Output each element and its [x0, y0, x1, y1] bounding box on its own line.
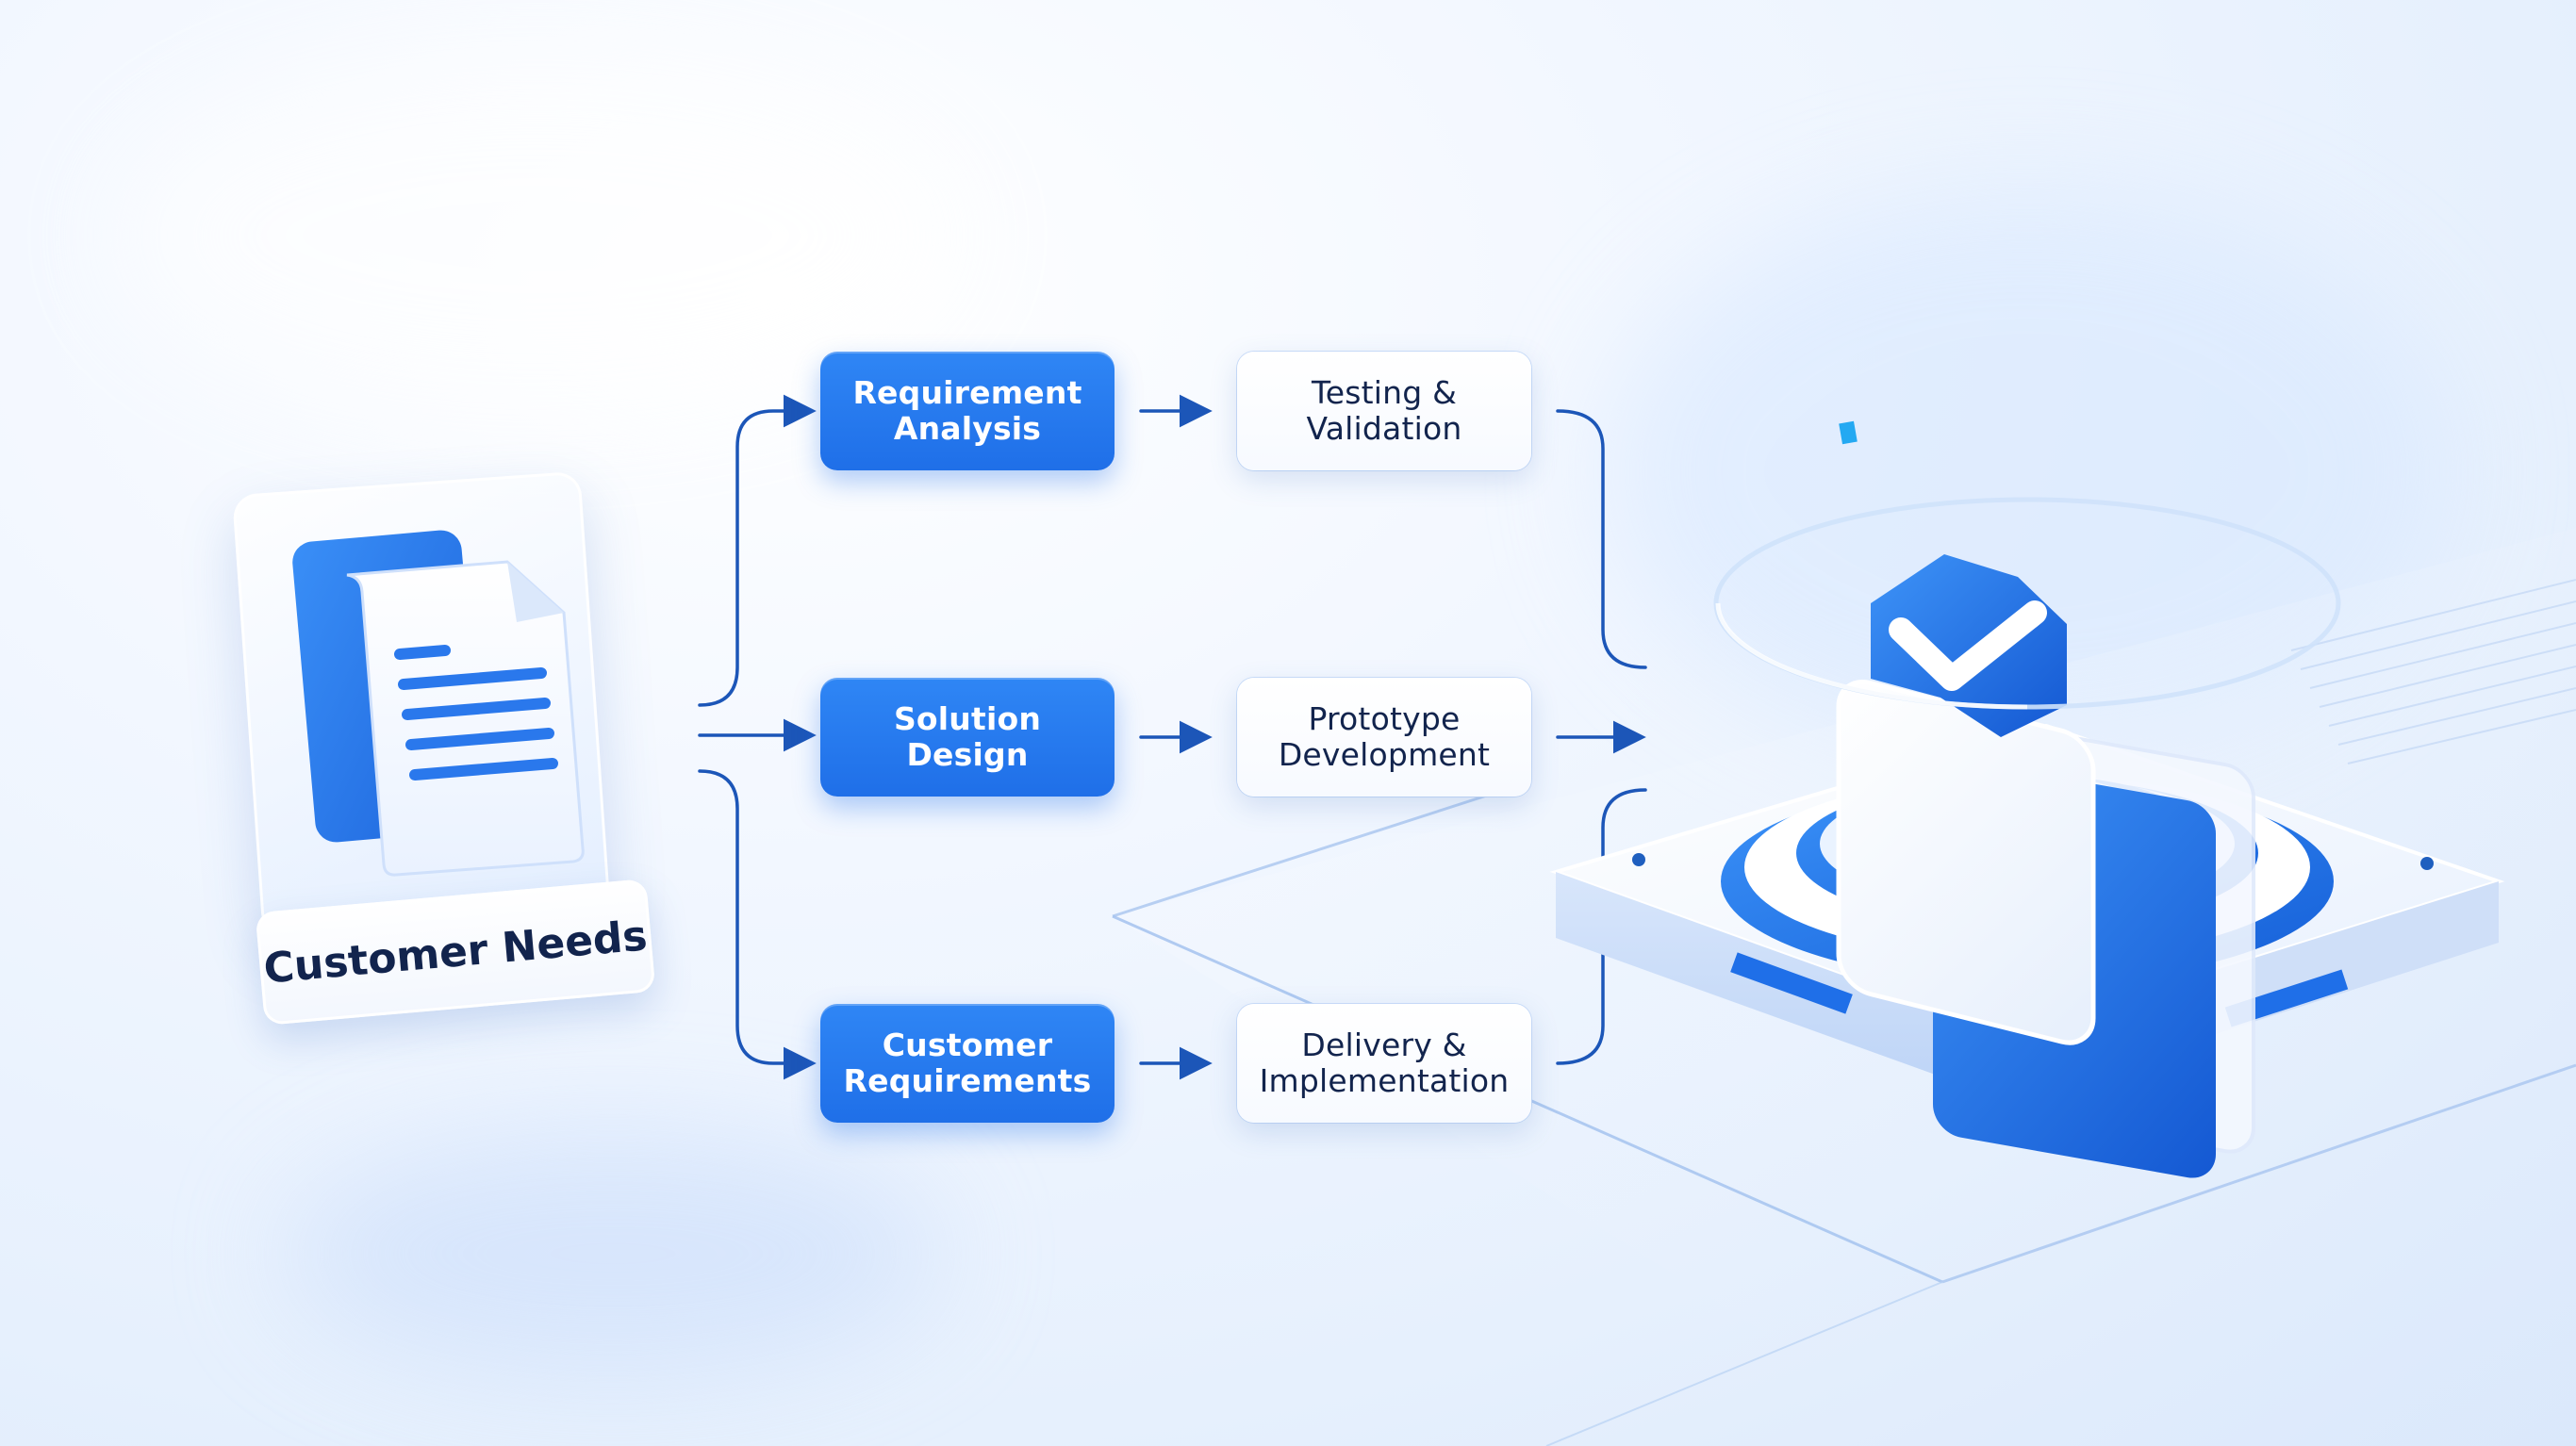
node-testing-validation: Testing & Validation [1237, 352, 1531, 470]
node-solution-design: Solution Design [820, 678, 1115, 797]
node-requirement-analysis: Requirement Analysis [820, 352, 1115, 470]
node-prototype-development: Prototype Development [1237, 678, 1531, 797]
node-customer-requirements: Customer Requirements [820, 1004, 1115, 1123]
node-delivery-implementation: Delivery & Implementation [1237, 1004, 1531, 1123]
